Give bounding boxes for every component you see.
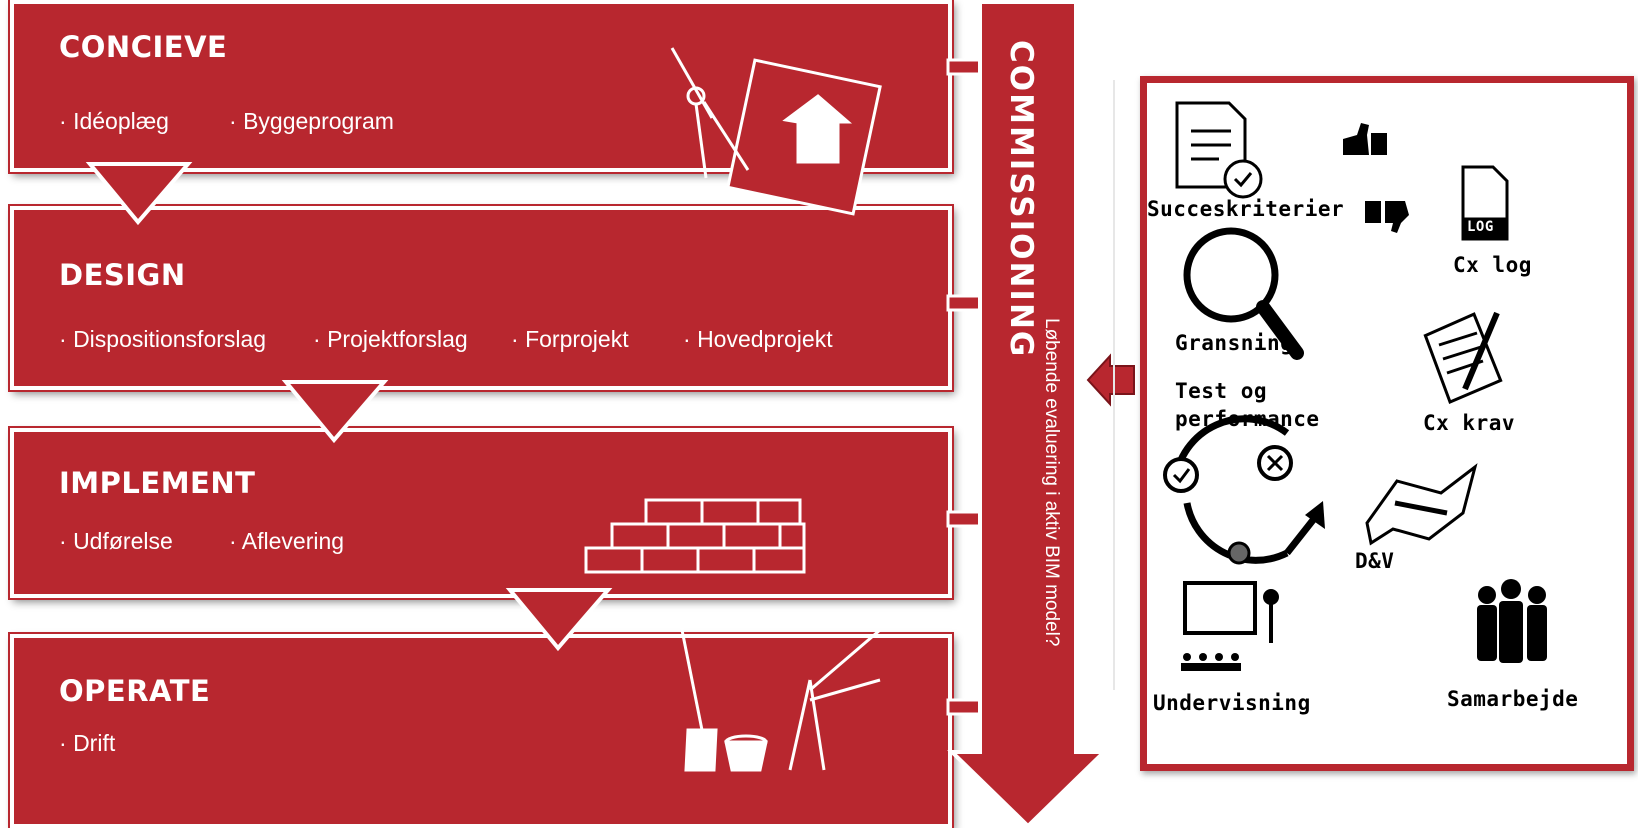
phase-operate: OPERATE Drift — [10, 634, 952, 828]
team-people-icon — [1477, 579, 1547, 663]
connector — [946, 510, 986, 528]
log-file-icon — [1461, 165, 1509, 241]
label-succeskriterier: Succeskriterier — [1147, 197, 1345, 221]
label-gransning: Gransning — [1175, 331, 1294, 355]
connector — [946, 58, 986, 76]
teaching-board-icon — [1181, 581, 1279, 671]
phase-design: DESIGN Dispositionsforslag Projektforsla… — [10, 206, 952, 390]
magnifier-icon — [1183, 227, 1304, 360]
log-tag: LOG — [1467, 219, 1494, 235]
thumbs-up-icon — [1343, 123, 1387, 155]
phase-concieve: CONCIEVE Idéoplæg Byggeprogram — [10, 0, 952, 172]
phase-item: Aflevering — [229, 528, 344, 555]
phase-implement: IMPLEMENT Udførelse Aflevering — [10, 428, 952, 598]
toolbox-icons — [1163, 101, 1547, 671]
commissioning-title: COMMISSIONING — [1003, 40, 1039, 359]
document-check-icon — [1175, 101, 1263, 199]
label-samarbejde: Samarbejde — [1447, 687, 1579, 711]
thumbs-down-icon — [1365, 201, 1409, 233]
phase-title: CONCIEVE — [59, 30, 228, 64]
phase-item: Dispositionsforslag — [59, 326, 266, 353]
phase-item: Forprojekt — [511, 326, 629, 353]
cycle-icon — [1163, 415, 1325, 565]
label-test-line2: performance — [1175, 407, 1320, 431]
manual-wrench-icon — [1365, 463, 1478, 546]
phase-item: Projektforslag — [313, 326, 468, 353]
phase-item: Byggeprogram — [229, 108, 394, 135]
phase-title: OPERATE — [59, 674, 211, 708]
phase-item: Idéoplæg — [59, 108, 169, 135]
phase-title: IMPLEMENT — [59, 466, 256, 500]
commissioning-subtitle: Løbende evaluering i aktiv BIM model? — [1041, 318, 1062, 647]
label-cx-krav: Cx krav — [1423, 411, 1516, 435]
feedback-arrow — [1086, 353, 1135, 407]
phase-title: DESIGN — [59, 258, 186, 292]
connector — [946, 698, 986, 716]
commissioning-toolbox: Succeskriterier Cx log Gransning Test og… — [1140, 76, 1634, 771]
paper-pencil-icon — [1423, 311, 1503, 405]
phase-item: Drift — [59, 730, 115, 757]
label-dv: D&V — [1355, 549, 1395, 573]
label-undervisning: Undervisning — [1153, 691, 1311, 715]
phase-item: Udførelse — [59, 528, 173, 555]
label-test-line1: Test og — [1175, 379, 1268, 403]
phase-item: Hovedprojekt — [683, 326, 833, 353]
label-cx-log: Cx log — [1453, 253, 1532, 277]
connector — [946, 294, 986, 312]
